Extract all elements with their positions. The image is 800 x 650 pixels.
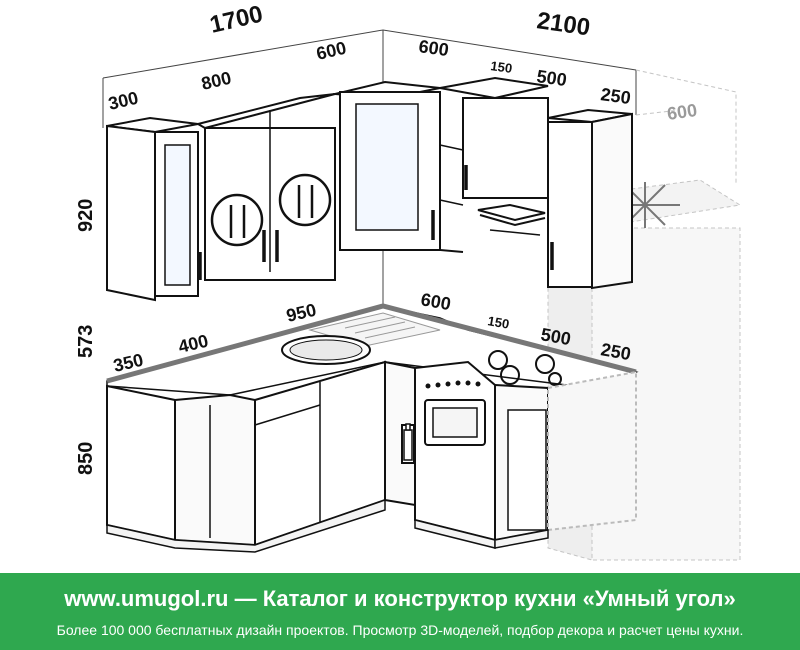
dim-top-left-total: 1700	[207, 1, 265, 39]
dim-counter-500: 500	[539, 324, 572, 349]
sink	[281, 335, 371, 365]
dim-upper-500: 500	[535, 66, 568, 90]
dim-upper-800: 800	[199, 68, 233, 94]
dim-height-lower: 850	[75, 442, 97, 475]
oven-knobs	[425, 380, 481, 389]
dim-height-upper: 920	[75, 199, 97, 232]
dim-height-gap: 573	[75, 325, 97, 358]
dim-counter-150: 150	[486, 313, 510, 332]
dim-top-right-total: 2100	[535, 7, 592, 41]
fork-knife-plate-icon	[278, 173, 332, 227]
range-hood	[477, 203, 546, 236]
footer-subtitle: Более 100 000 бесплатных дизайн проектов…	[56, 622, 744, 638]
fork-knife-plate-icon	[210, 193, 264, 247]
footer-title-link[interactable]: www.umugol.ru — Каталог и конструктор ку…	[64, 586, 736, 611]
dim-upper-600-left: 600	[314, 38, 348, 64]
kitchen-drawing: 1700 2100 300 800 600 600 150 500 250 60…	[75, 1, 742, 561]
dim-counter-950: 950	[284, 300, 318, 326]
dim-upper-300: 300	[106, 88, 140, 114]
lower-cabinets	[106, 360, 637, 547]
upper-cabinets	[106, 76, 633, 302]
cooktop-burners	[488, 350, 562, 386]
dim-counter-600: 600	[419, 289, 452, 314]
dim-upper-150: 150	[490, 58, 514, 76]
dim-fridge-600: 600	[666, 100, 699, 124]
footer-banner: www.umugol.ru — Каталог и конструктор ку…	[0, 573, 800, 650]
plinths	[106, 498, 549, 553]
dim-upper-250: 250	[599, 84, 632, 108]
dim-upper-600-right: 600	[417, 36, 450, 60]
sink-drainer-lines	[344, 316, 416, 339]
bottle	[403, 423, 413, 461]
